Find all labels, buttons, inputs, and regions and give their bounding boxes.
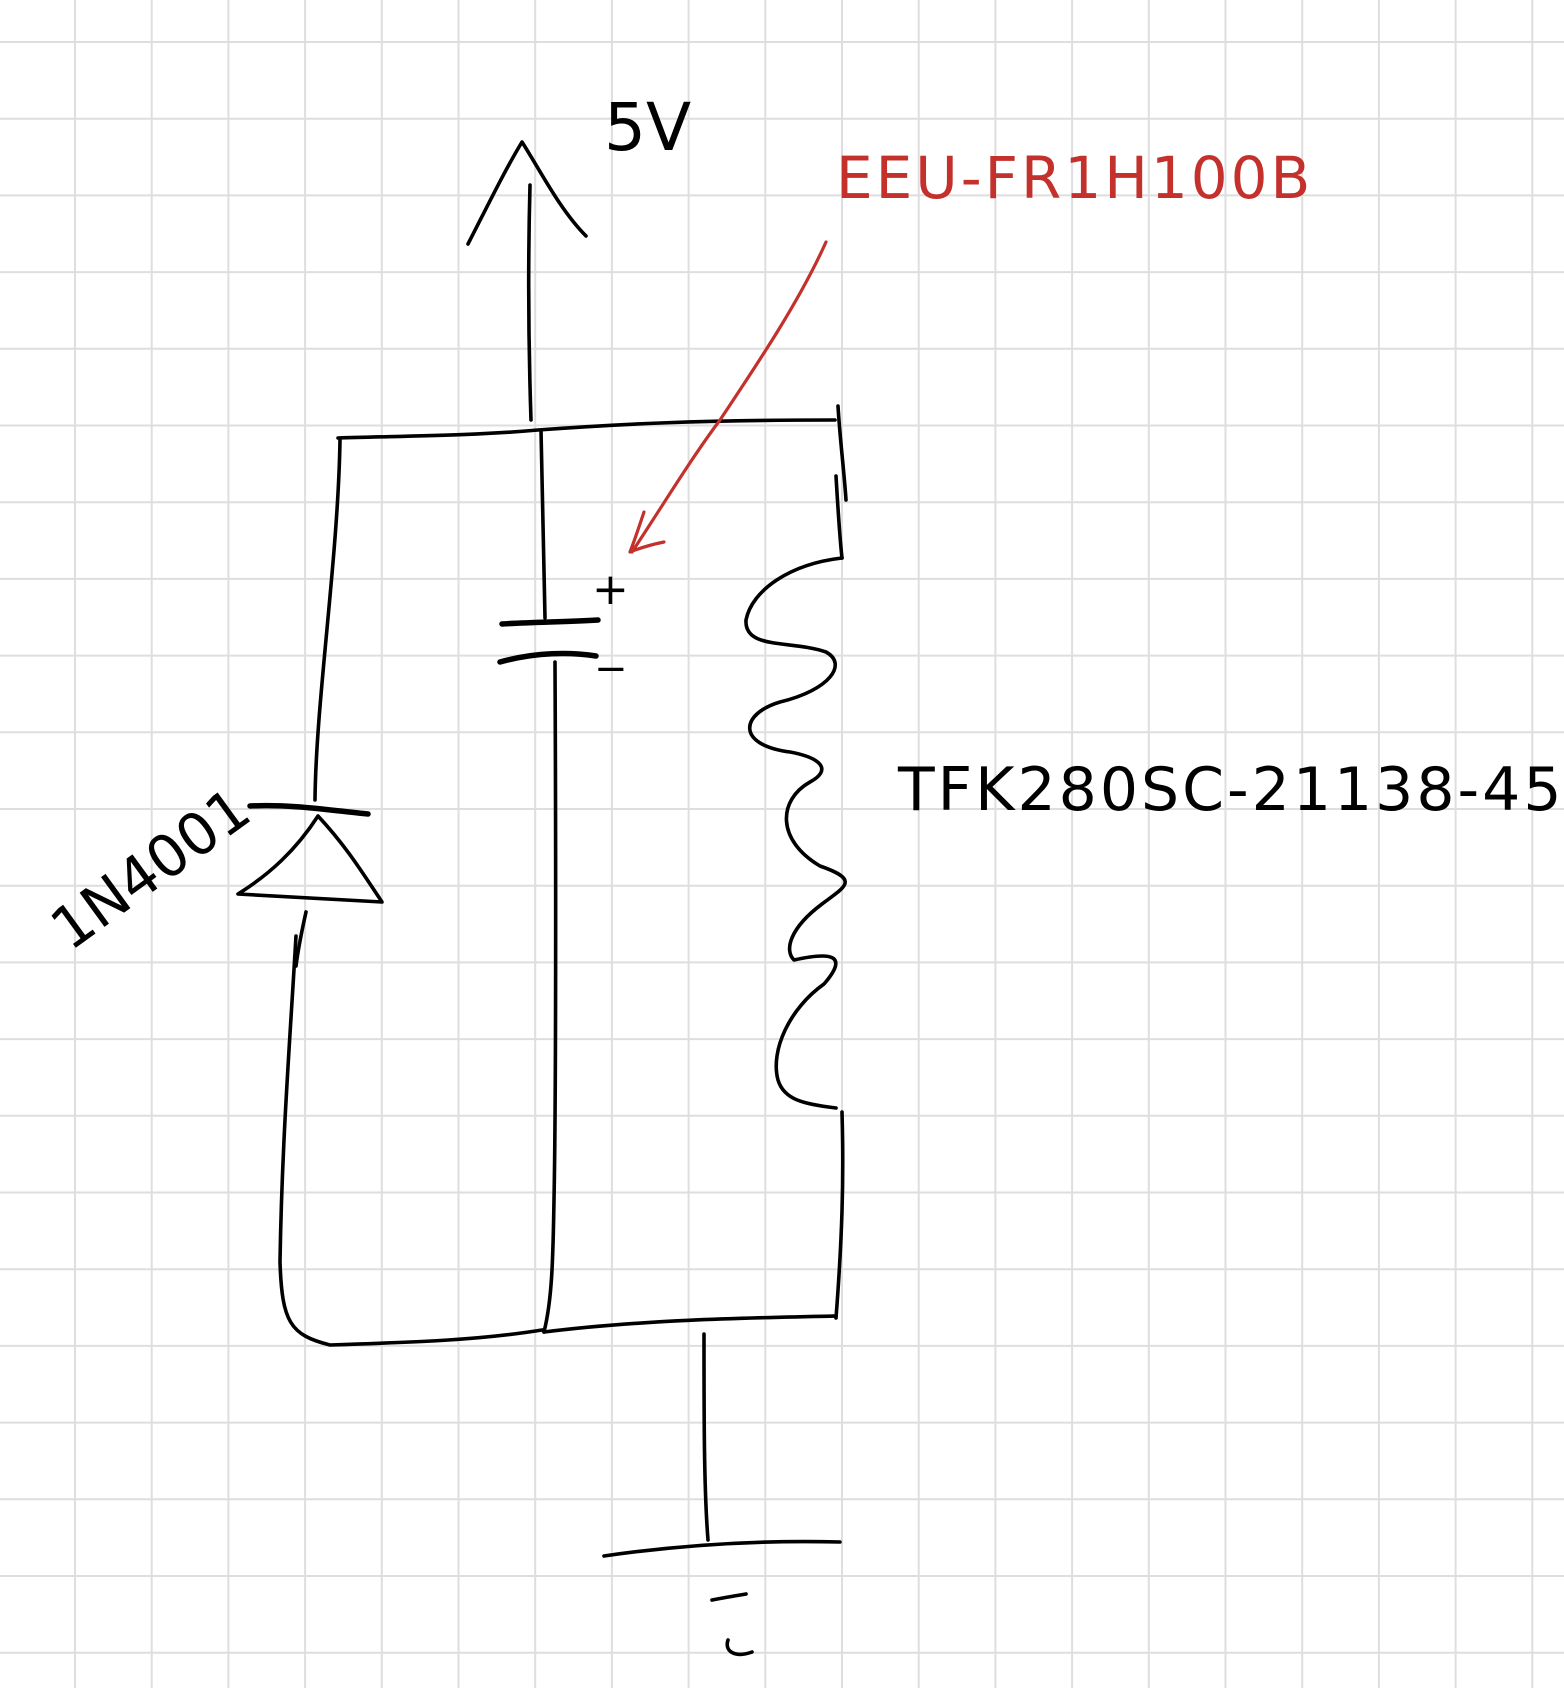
capacitor-plus-label: +	[592, 564, 629, 615]
bottom-rail-wire	[542, 1314, 838, 1334]
diode-1n4001	[236, 802, 384, 968]
ground-symbol	[602, 1332, 842, 1657]
supply-arrow	[466, 140, 588, 422]
diode-branch-wire	[278, 438, 544, 1347]
annotation-arrow	[628, 240, 828, 554]
coil-label: TFK280SC-21138-45	[897, 755, 1564, 825]
capacitor-eeu-fr1h100b	[497, 617, 601, 665]
top-rail-wire	[336, 404, 848, 560]
capacitor-minus-label: −	[594, 646, 628, 692]
coil-tfk280sc	[744, 556, 847, 1320]
supply-label: 5V	[604, 89, 691, 166]
capacitor-branch-wire	[539, 428, 558, 1334]
capacitor-label: EEU-FR1H100B	[836, 144, 1313, 212]
